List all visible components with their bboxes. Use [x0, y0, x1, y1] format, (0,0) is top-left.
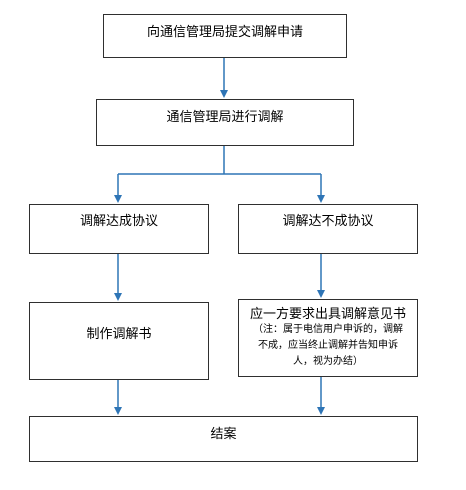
request-opinion-note: （注：属于电信用户申诉的，调解 不成，应当终止调解并告知申诉 人，视为办结） — [241, 322, 415, 370]
bureau-mediation-box: 通信管理局进行调解 — [96, 99, 354, 146]
submit-application-label: 向通信管理局提交调解申请 — [146, 25, 303, 40]
agreement-reached-box: 调解达成协议 — [29, 204, 209, 254]
conclusion-box: 结案 — [29, 416, 418, 462]
bureau-mediation-label: 通信管理局进行调解 — [166, 110, 284, 125]
conclusion-label: 结案 — [210, 427, 237, 442]
make-mediation-document-box: 制作调解书 — [29, 302, 209, 380]
request-opinion-note-line-1: （注：属于电信用户申诉的，调解 — [253, 324, 403, 335]
agreement-reached-label: 调解达成协议 — [79, 214, 158, 229]
request-opinion-note-line-3: 人，视为办结） — [293, 356, 363, 367]
request-opinion-box: 应一方要求出具调解意见书 （注：属于电信用户申诉的，调解 不成，应当终止调解并告… — [238, 299, 418, 377]
submit-application-box: 向通信管理局提交调解申请 — [103, 14, 347, 58]
request-opinion-note-line-2: 不成，应当终止调解并告知申诉 — [258, 340, 398, 351]
agreement-not-reached-label: 调解达不成协议 — [282, 214, 374, 229]
request-opinion-title: 应一方要求出具调解意见书 — [249, 307, 406, 322]
make-mediation-document-label: 制作调解书 — [86, 327, 152, 342]
agreement-not-reached-box: 调解达不成协议 — [238, 204, 418, 254]
